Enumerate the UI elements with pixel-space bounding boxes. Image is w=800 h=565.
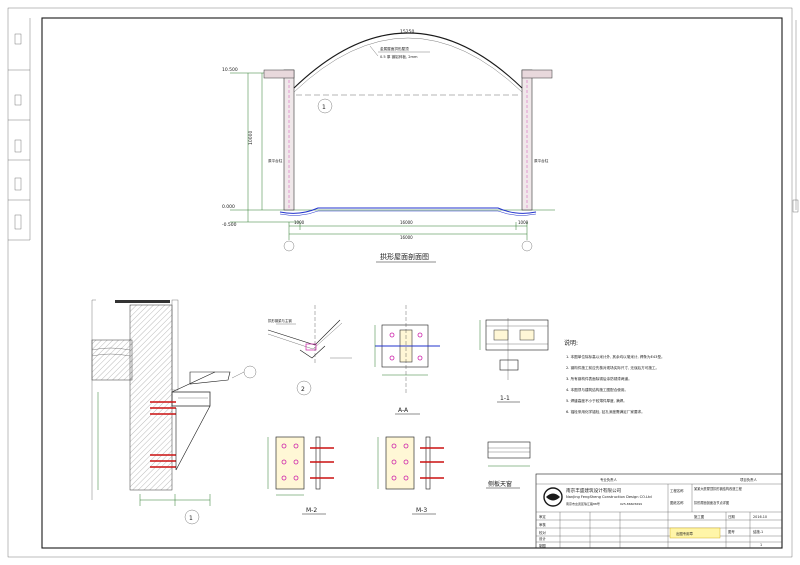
plate-m-3: M-3 [377,436,444,515]
right-note: 原平台柱 [534,158,549,163]
company-logo-icon [543,487,563,507]
section-1-1: 1-1 [479,318,549,403]
rib-note: 拱形钢梁与主钢 [268,318,292,323]
date-label: 日期 [728,514,735,519]
roof-note: 金属屋面拱形屋顶 [380,46,409,51]
project-label: 工程名称 [670,488,684,493]
detail-2-label: 2 [301,386,305,393]
detail-1-symbol [184,509,200,525]
one-one-label: 1-1 [500,395,510,402]
detail-2-symbol [296,380,312,396]
detail-callout-1-label: 1 [322,104,326,111]
note-item-3: 3. 所有钢构件表面除锈后涂防锈漆两道。 [566,376,632,381]
sign-left: 专业负责人 [600,477,618,482]
drawing-label: 图纸名称 [670,500,684,505]
notes-block: 说明: 1. 本图单位除标高以米计外, 其余均以毫米计, 焊条为E43型。 2.… [564,339,665,414]
sign-right: 项目负责人 [740,477,758,482]
dim-right: 1000 [518,220,529,225]
m2-label: M-2 [306,507,317,514]
arch-elevation: 10.500 0.000 -0.500 10000 1000 1000 1600… [222,29,555,263]
scale: 1 [760,543,762,547]
skylight-detail: 侧板天窗 [486,441,531,489]
dim-left: 1000 [294,220,305,225]
dim-inner: 16000 [400,220,413,225]
ground-line [279,207,537,214]
skylight-label: 侧板天窗 [488,480,512,488]
company-name-cn: 南京丰盛建筑设计有限公司 [566,487,622,494]
title-block: 专业负责人 项目负责人 南京丰盛建筑设计有限公司 NanJing FengShe… [535,473,783,549]
company-name-en: NanJing FengSheng Construction Design CO… [566,495,652,499]
detail-callout-1 [317,98,333,114]
left-note: 原平台柱 [268,158,283,163]
edge-mark [792,20,799,213]
stamp-box [669,527,721,539]
sheet-outer-border [7,7,793,558]
role-4: 设计 [539,536,546,541]
aa-label: A-A [398,407,409,414]
level-low: -0.500 [222,222,237,228]
company-phone: 025-86605699 [620,502,642,506]
note-item-4: 4. 本图须与建筑结构施工图配合使用。 [566,387,628,392]
sheet-number: 结施-1 [753,529,763,534]
sheet-inner-border [41,17,783,549]
dim-total: 16000 [400,235,413,240]
date: 2016.10 [753,515,767,519]
detail-1-label: 1 [189,515,193,522]
role-3: 校对 [539,530,546,535]
company-address: 南京市玄武区珠江路88号 [566,501,600,506]
note-item-2: 2. 钢构件施工前应先核对现场实际尺寸, 无误后方可施工。 [566,365,659,370]
detail-2: 拱形钢梁与主钢 2 [267,305,352,396]
plate-m-2: M-2 [267,436,334,515]
sheet-label: 图号 [728,529,735,534]
detail-1: 1 [91,299,257,525]
level-mid: 0.000 [222,204,235,210]
binding-strip [8,18,31,241]
span-label: 15250 [400,29,414,35]
height-dim: 10000 [248,131,254,145]
level-top: 10.500 [222,67,238,73]
arch-roof [293,32,523,89]
grid-axis-right [521,240,533,252]
roof-note-2: 0.5 厚 镀铝锌板, 2mm [380,54,418,59]
m3-label: M-3 [416,507,427,514]
note-item-5: 5. 焊缝高度不小于较薄件厚度, 满焊。 [566,398,627,403]
drawing-name: 拱形屋面剖面及节点详图 [694,500,729,505]
note-item-6: 6. 锚栓采用化学锚栓, 钻孔深度需满足厂家要求。 [566,409,645,414]
role-2: 审核 [539,522,546,527]
project-name: 某某大厦屋顶拱形钢结构改造工程 [694,486,743,491]
stamp-text: 出图专用章 [676,531,694,536]
stage: 施工图 [694,514,705,519]
role-5: 制图 [539,543,546,548]
elevation-title: 拱形屋面剖面图 [380,252,429,261]
notes-heading: 说明: [564,339,578,347]
section-a-a: A-A [374,305,440,415]
note-item-1: 1. 本图单位除标高以米计外, 其余均以毫米计, 焊条为E43型。 [566,354,665,359]
grid-axis-left [283,240,295,252]
role-1: 审定 [539,514,546,519]
